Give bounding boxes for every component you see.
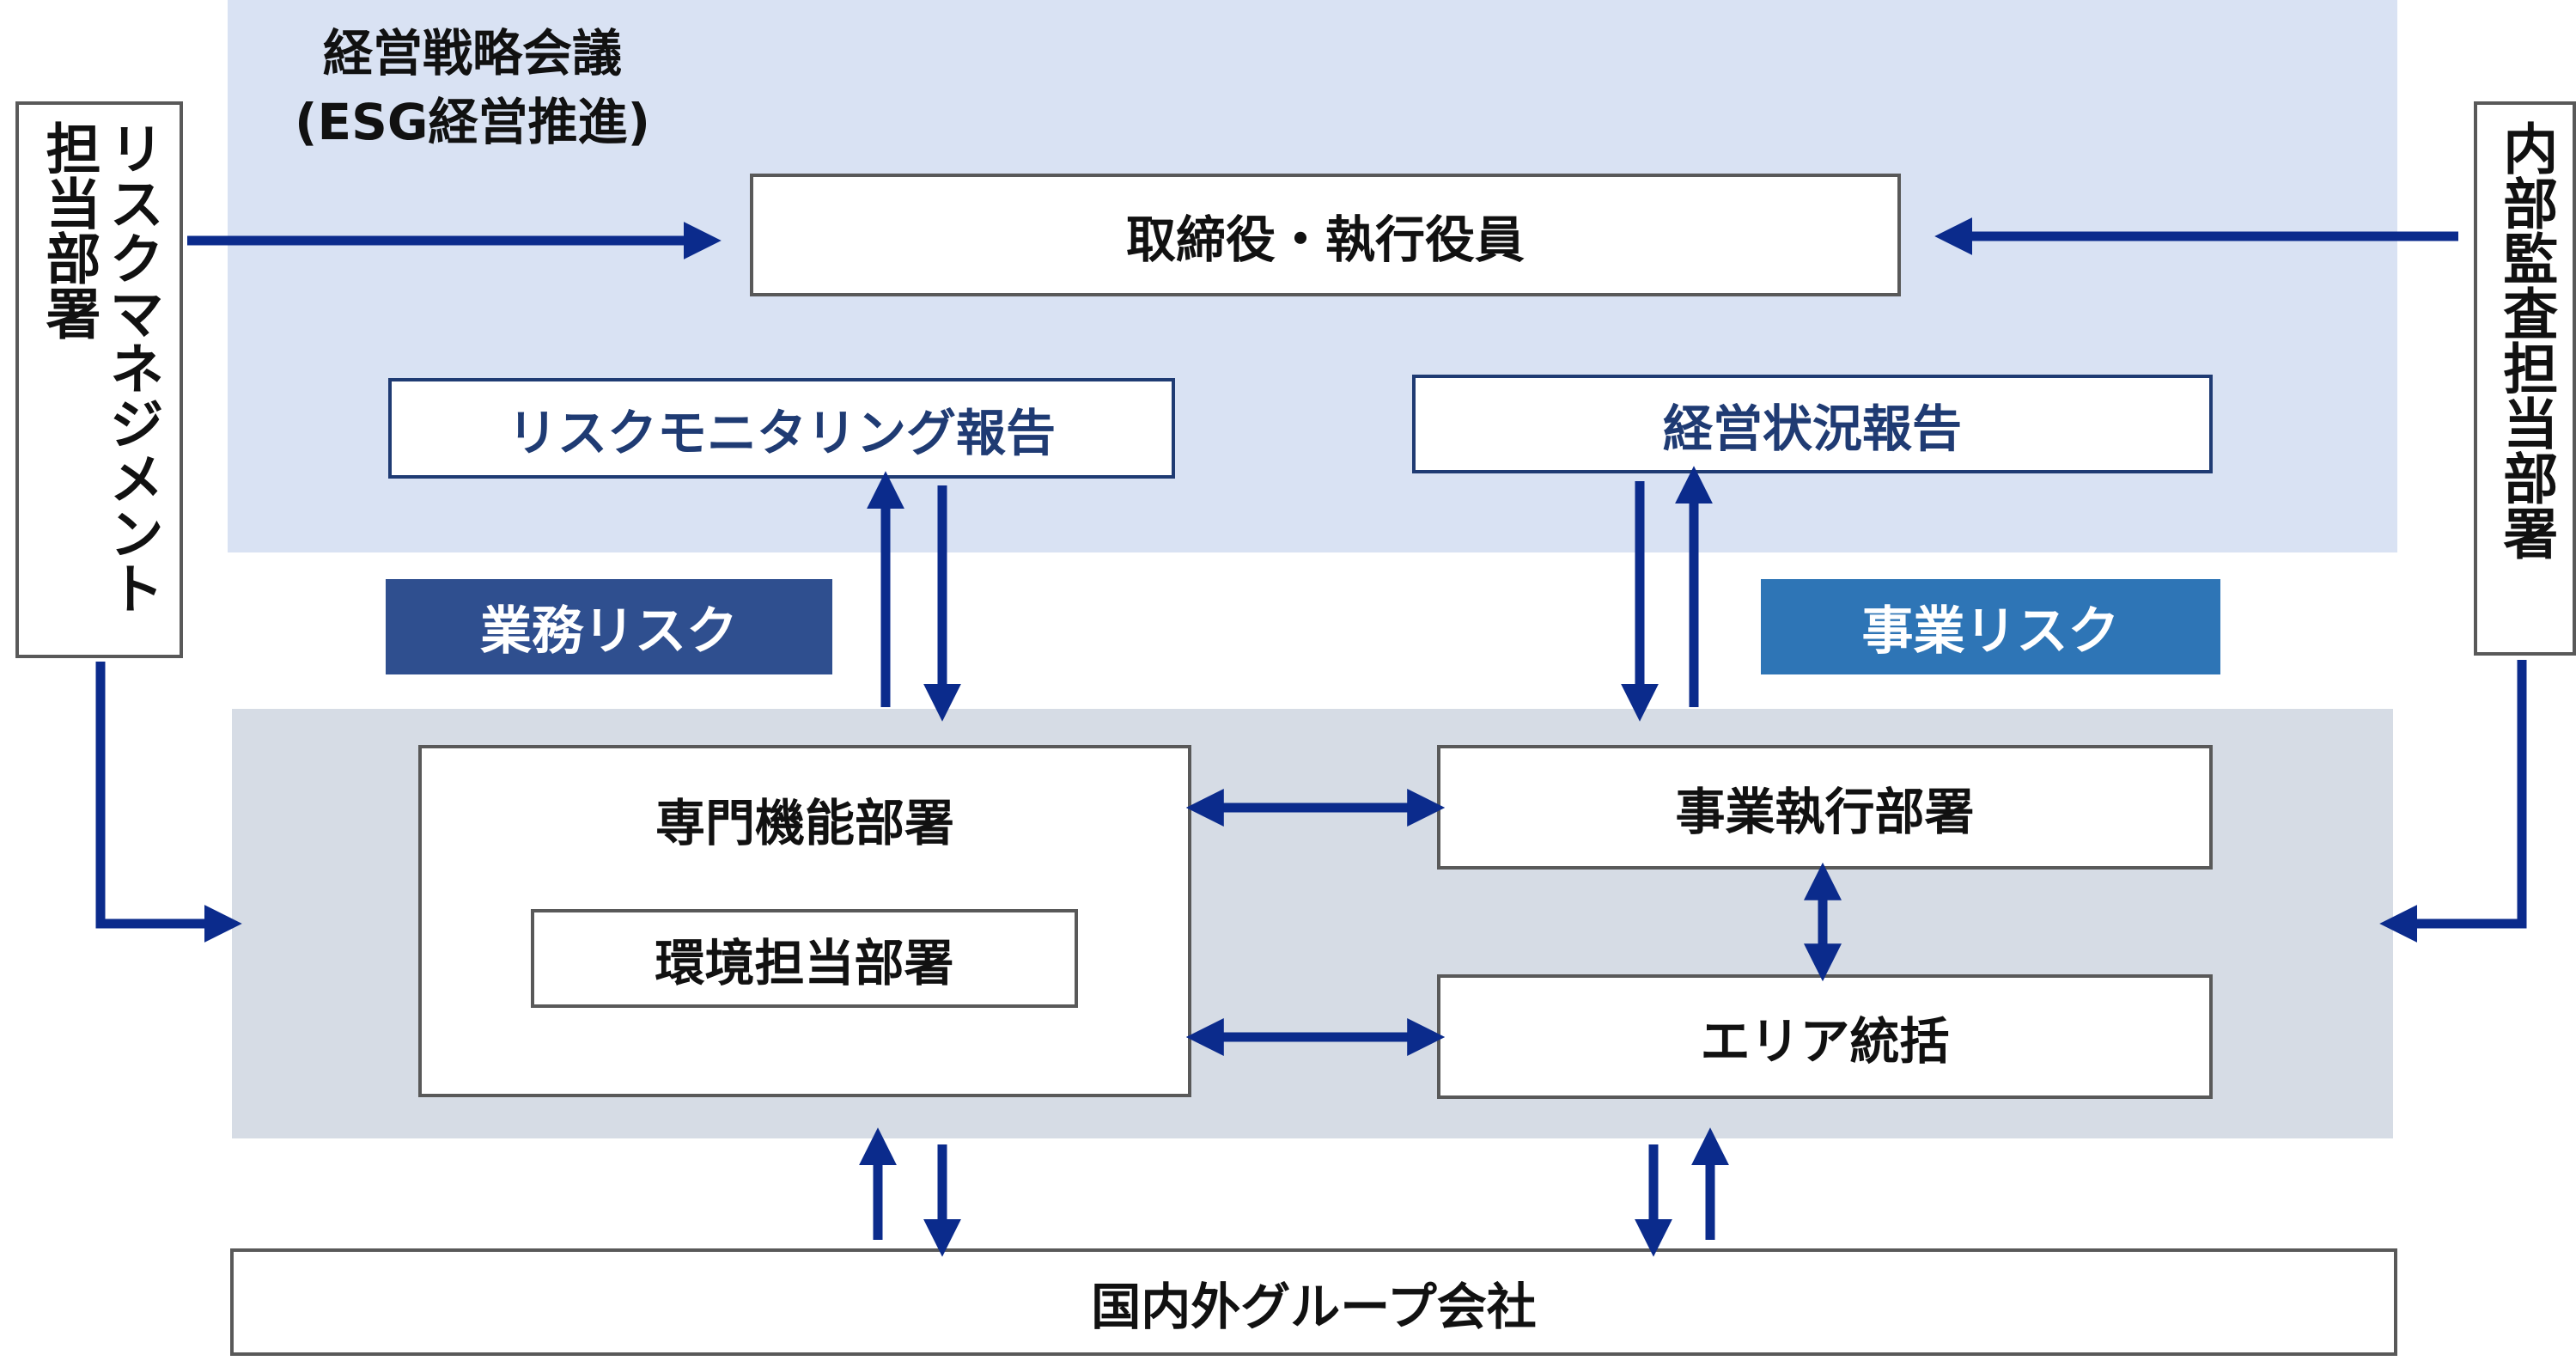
arrow-audit-to-operations: [2379, 660, 2527, 943]
environment-department-box: 環境担当部署: [531, 909, 1078, 1008]
business-execution-label: 事業執行部署: [1675, 782, 1975, 841]
group-companies-label: 国内外グループ会社: [1091, 1277, 1537, 1336]
council-title-line2: (ESG経営推進): [294, 93, 650, 151]
council-title: 経営戦略会議 (ESG経営推進): [258, 19, 687, 156]
board-box: 取締役・執行役員: [750, 174, 1901, 296]
business-status-report-label: 経営状況報告: [1662, 399, 1962, 458]
business-risk-label: 事業リスク: [1761, 579, 2220, 674]
business-risk-text: 事業リスク: [1861, 601, 2120, 662]
operational-risk-label: 業務リスク: [386, 579, 832, 674]
specialized-departments-label: 専門機能部署: [655, 794, 954, 852]
risk-monitoring-report-box: リスクモニタリング報告: [388, 378, 1175, 479]
board-label: 取締役・執行役員: [1125, 210, 1525, 269]
business-status-report-box: 経営状況報告: [1412, 375, 2213, 473]
risk-management-department-box: リスクマネジメント 担当部署: [15, 101, 183, 658]
risk-management-department-line1: リスクマネジメント: [100, 120, 164, 615]
risk-management-department-line2: 担当部署: [36, 120, 100, 340]
environment-department-label: 環境担当部署: [655, 933, 954, 992]
internal-audit-department-label: 内部監査担当部署: [2494, 120, 2558, 560]
risk-monitoring-report-label: リスクモニタリング報告: [507, 403, 1056, 462]
operational-risk-text: 業務リスク: [480, 601, 738, 662]
group-companies-box: 国内外グループ会社: [230, 1248, 2397, 1356]
arrow-risk-to-operations: [95, 662, 242, 943]
internal-audit-department-box: 内部監査担当部署: [2474, 101, 2576, 656]
council-title-line1: 経営戦略会議: [322, 24, 622, 82]
business-execution-box: 事業執行部署: [1437, 745, 2213, 870]
area-management-label: エリア統括: [1700, 1011, 1950, 1071]
